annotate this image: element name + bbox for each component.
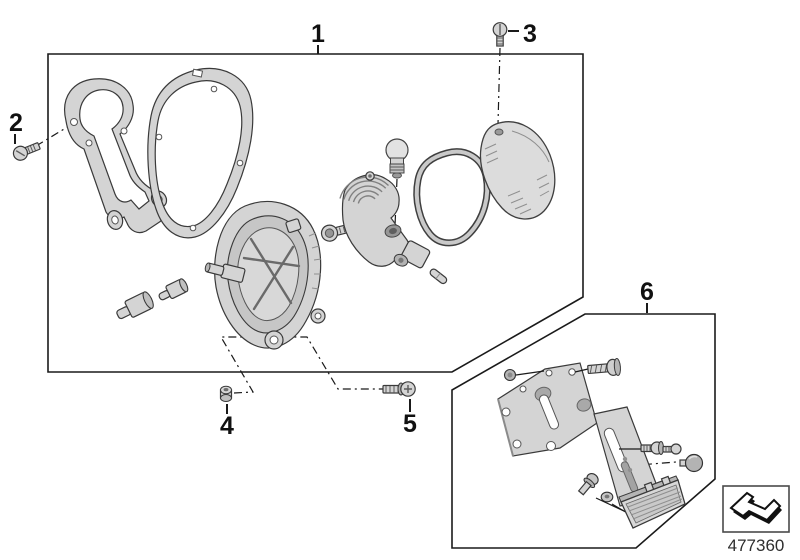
- lamp-housing: [204, 200, 326, 350]
- callout-5-label: 5: [403, 410, 417, 438]
- plate-center-slot: [538, 394, 560, 430]
- seal-gasket: [147, 68, 254, 239]
- plate-screw: [574, 358, 621, 376]
- housing-stud: [204, 262, 246, 283]
- washer-screw: [503, 368, 545, 382]
- nut-4: [219, 385, 233, 402]
- frame-gasket-screw-hole: [70, 118, 78, 126]
- callout-1-label: 1: [311, 20, 325, 48]
- kit-box-1-outline: [47, 53, 584, 373]
- leader-line-screw3: [497, 47, 501, 125]
- leader-line-fasteners-4-5: [219, 336, 391, 394]
- leader-line-cap-bolt: [625, 461, 677, 467]
- bulb-holder: [339, 171, 431, 269]
- reflector: [618, 475, 686, 529]
- lens: [479, 121, 556, 220]
- bulb: [385, 138, 409, 179]
- screw-5: [382, 381, 416, 397]
- locating-pin: [429, 268, 448, 285]
- callout-2-label: 2: [9, 109, 23, 137]
- rubber-bushing-large: [116, 291, 154, 320]
- screw-2: [12, 142, 41, 161]
- callout-6-label: 6: [640, 278, 654, 306]
- flange-nut: [600, 491, 614, 503]
- lens-screw-hole: [494, 128, 504, 136]
- screw-3: [492, 22, 508, 47]
- callout-4-label: 4: [220, 412, 234, 440]
- callout-3-label: 3: [523, 20, 537, 48]
- direction-arrow-icon: [729, 491, 782, 524]
- legend-box: [722, 485, 790, 533]
- seal-ring: [413, 148, 491, 247]
- holder-connector-block: [393, 240, 431, 269]
- flange-bolt: [577, 473, 599, 496]
- bracket-screw-2: [662, 443, 682, 455]
- adapter-plate: [497, 362, 598, 457]
- housing-peg-top: [285, 218, 302, 233]
- cap-bolt: [679, 453, 704, 473]
- part-number: 477360: [728, 536, 785, 555]
- kit-box-6-outline: [451, 313, 716, 549]
- rubber-bushing-small: [158, 278, 189, 301]
